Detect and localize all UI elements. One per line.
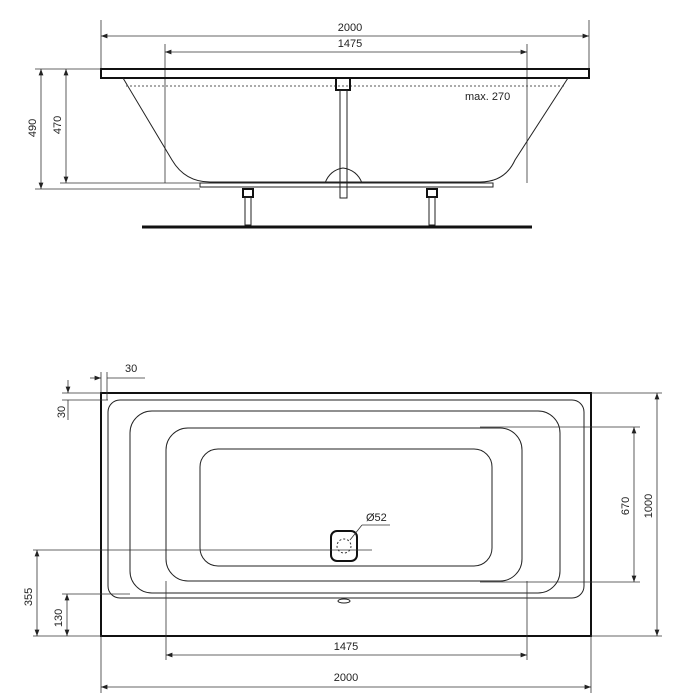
basin-floor — [165, 427, 523, 582]
overflow-fitting — [335, 77, 351, 91]
dim-leg-spacing: 1475 — [338, 38, 362, 50]
bath-basin — [129, 410, 561, 594]
inner-rim — [107, 399, 585, 599]
waste-trap — [324, 167, 363, 184]
dim-front-offset: 130 — [53, 609, 65, 627]
dim-overall-length: 2000 — [338, 22, 362, 34]
drain-hole — [336, 538, 352, 554]
dim-drain-offset: 355 — [23, 588, 35, 606]
drain — [330, 530, 358, 562]
dim-inner-width: 670 — [620, 497, 632, 515]
dim-leg-spacing-plan: 1475 — [334, 641, 358, 653]
dim-rim-left: 30 — [125, 363, 137, 375]
dim-drain-diameter: Ø52 — [366, 512, 387, 524]
basin-bottom — [199, 448, 493, 567]
plan-view: Ø52 30 30 355 130 670 1000 1475 2000 — [23, 363, 662, 693]
dim-overall-length-plan: 2000 — [334, 672, 358, 684]
dim-width-total: 1000 — [643, 494, 655, 518]
side-view: 2000 1475 max. 270 490 470 — [27, 20, 590, 229]
base-plate — [199, 182, 494, 188]
leg-right — [426, 188, 438, 226]
overflow-note: max. 270 — [465, 91, 510, 103]
tub-rim — [100, 68, 590, 79]
leg-left — [242, 188, 254, 226]
dim-height-rim: 470 — [52, 116, 64, 134]
tub-outline — [100, 392, 592, 637]
drain-pipe — [339, 89, 348, 199]
tub-body — [122, 77, 569, 183]
overflow-outlet — [337, 598, 351, 604]
dim-rim-top: 30 — [56, 406, 68, 418]
dim-height-total: 490 — [27, 119, 39, 137]
